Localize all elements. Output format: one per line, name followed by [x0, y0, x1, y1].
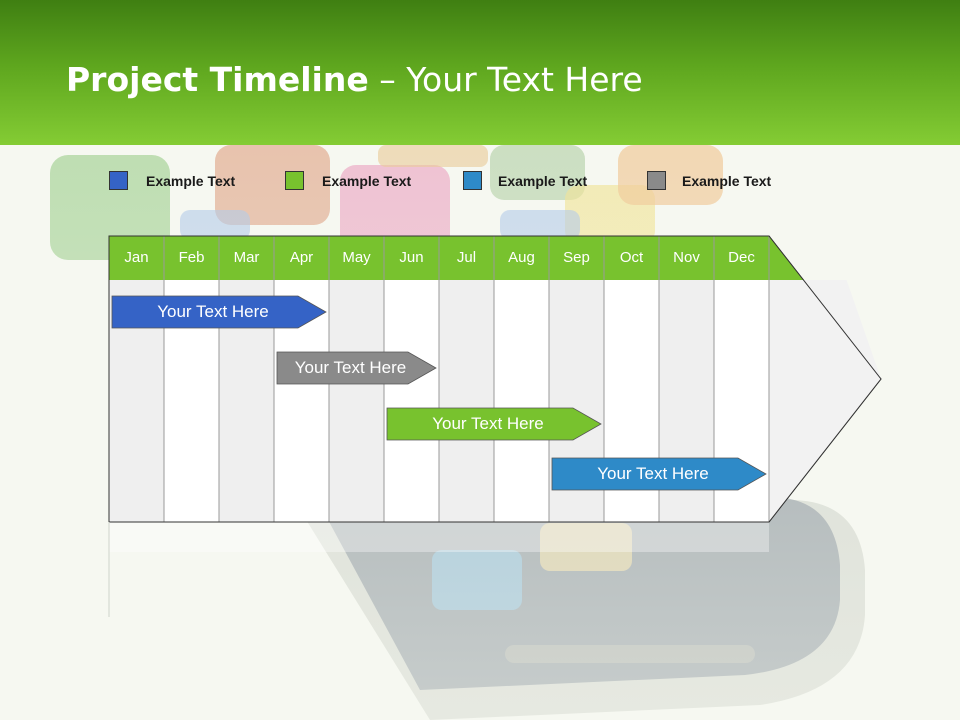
- month-column: [439, 280, 494, 522]
- legend-label: Example Text: [682, 173, 772, 189]
- legend-swatch: [109, 171, 128, 190]
- timeline-bar-4: [551, 457, 767, 491]
- month-label-dec: Dec: [728, 249, 755, 266]
- timeline-bar-1: [111, 295, 327, 329]
- month-label-apr: Apr: [289, 249, 314, 266]
- timeline-bar-label: Your Text Here: [597, 464, 709, 483]
- arrow-head-fill: [769, 280, 881, 522]
- title-bold: Project Timeline: [66, 60, 369, 99]
- month-label-jun: Jun: [399, 249, 424, 266]
- legend-label: Example Text: [498, 173, 588, 189]
- timeline-bar-2: [276, 351, 437, 385]
- legend-swatch: [647, 171, 666, 190]
- timeline-bar-label: Your Text Here: [294, 358, 407, 377]
- month-column: [329, 280, 384, 522]
- month-label-may: May: [342, 249, 371, 266]
- legend-label: Example Text: [322, 173, 412, 189]
- month-label-feb: Feb: [178, 249, 205, 266]
- month-label-oct: Oct: [619, 249, 644, 266]
- title-rest: – Your Text Here: [368, 60, 643, 99]
- timeline-bar-3: [386, 407, 602, 441]
- month-label-mar: Mar: [233, 249, 260, 266]
- timeline-bar-label: Your Text Here: [432, 414, 544, 433]
- legend-swatch: [463, 171, 482, 190]
- month-label-jul: Jul: [456, 249, 477, 266]
- legend-label: Example Text: [146, 173, 236, 189]
- timeline-bar-label: Your Text Here: [157, 302, 269, 321]
- month-label-jan: Jan: [124, 249, 149, 266]
- page-title: Project Timeline – Your Text Here: [66, 60, 643, 99]
- timeline-reflection: [109, 522, 769, 552]
- month-label-sep: Sep: [563, 249, 590, 266]
- title-bar: [0, 0, 960, 145]
- month-label-nov: Nov: [673, 249, 700, 266]
- month-label-aug: Aug: [508, 249, 535, 266]
- month-column: [494, 280, 549, 522]
- month-header-band: [109, 236, 804, 280]
- legend-swatch: [285, 171, 304, 190]
- timeline-outline: [108, 235, 882, 523]
- month-column: [384, 280, 439, 522]
